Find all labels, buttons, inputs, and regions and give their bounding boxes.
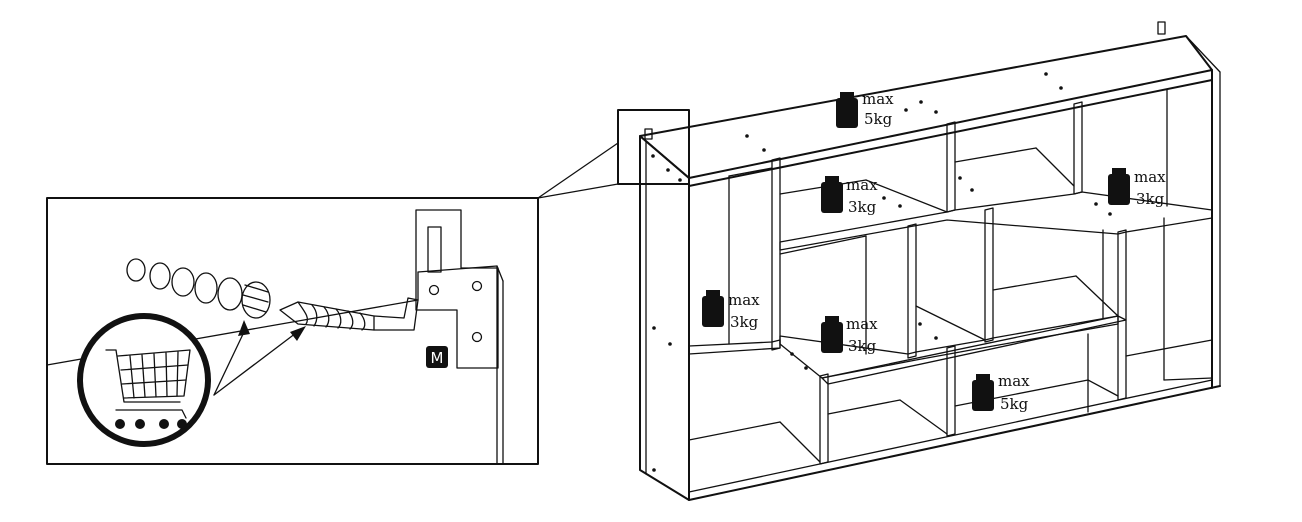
weight-limit-top: max 5kg (836, 90, 894, 128)
horizontal-shelves (688, 147, 1213, 463)
weight-icon (821, 176, 843, 213)
weight-limit-upper-right: max 3kg (1108, 168, 1166, 208)
hook-screw (279, 297, 419, 331)
weight-icon (821, 316, 843, 353)
screw-holes (651, 72, 1112, 472)
weight-max-text: max (846, 315, 878, 333)
weight-value-text: 5kg (864, 110, 893, 128)
hanging-bracket (415, 209, 499, 369)
inset-frame (46, 197, 539, 465)
top-panel (639, 35, 1213, 179)
bracket-slot (427, 226, 442, 273)
weight-icon (836, 92, 858, 128)
weight-icon (702, 290, 724, 327)
weight-max-text: max (998, 372, 1030, 390)
bracket-icon (644, 128, 653, 140)
vertical-dividers (728, 89, 1168, 465)
weight-value-text: 3kg (848, 337, 877, 355)
weight-max-text: max (862, 90, 894, 108)
wall-plug (126, 258, 271, 319)
weight-limit-center-shelf: max 3kg (821, 315, 878, 355)
weight-value-text: 5kg (1000, 395, 1029, 413)
shopping-cart-icon (77, 313, 211, 447)
weight-max-text: max (1134, 168, 1166, 186)
weight-value-text: 3kg (1136, 190, 1165, 208)
detail-callout-box (617, 109, 690, 185)
bracket-hole (428, 284, 440, 296)
weight-max-text: max (728, 291, 760, 309)
bottom-panel-edge (688, 385, 1221, 501)
weight-icon (1108, 168, 1130, 205)
weight-value-text: 3kg (848, 198, 877, 216)
callout-leader-top (537, 142, 619, 199)
callout-leader-bottom (537, 183, 619, 199)
hardware-mark-letter: M (431, 349, 444, 367)
weight-limit-upper-middle: max 3kg (821, 176, 878, 216)
weight-icon (972, 374, 994, 411)
bracket-icon (1157, 21, 1166, 35)
weight-max-text: max (846, 176, 878, 194)
indicator-arrows (213, 320, 306, 396)
detail-inset: M (46, 142, 619, 465)
hardware-mark-badge: M (426, 346, 448, 368)
bracket-hole (471, 280, 483, 292)
weight-value-text: 3kg (730, 313, 759, 331)
bracket-hole (471, 331, 483, 343)
left-side-panel (639, 135, 690, 501)
weight-limit-bottom-shelf: max 5kg (972, 372, 1030, 413)
weight-limit-left-shelf: max 3kg (702, 290, 760, 331)
shelf-unit: max 5kg max 3kg max 3kg max 3 (617, 21, 1221, 501)
